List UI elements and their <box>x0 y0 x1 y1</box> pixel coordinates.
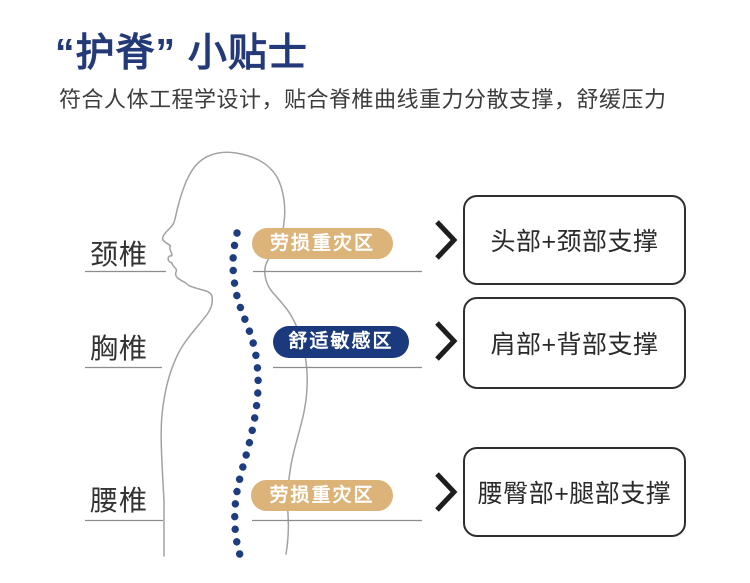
zone-tag-cervical: 劳损重灾区 <box>252 228 393 259</box>
support-box-shoulder-back: 肩部+背部支撑 <box>463 297 686 389</box>
support-box-waist-leg: 腰臀部+腿部支撑 <box>463 447 686 537</box>
chevron-right-icon <box>435 472 458 512</box>
spine-dot-curve <box>229 229 262 559</box>
region-label-cervical: 颈椎 <box>90 239 149 270</box>
region-divider-lines-right <box>252 270 422 522</box>
page-subtitle: 符合人体工程学设计，贴合脊椎曲线重力分散支撑，舒缓压力 <box>59 87 667 112</box>
region-divider-lines <box>85 270 166 522</box>
page-title: “护脊” 小贴士 <box>55 32 308 75</box>
chevron-right-icon <box>435 321 458 361</box>
support-box-head-neck: 头部+颈部支撑 <box>463 195 686 285</box>
region-label-lumbar: 腰椎 <box>90 485 149 516</box>
chevron-right-icon <box>435 220 458 260</box>
zone-tag-lumbar: 劳损重灾区 <box>251 480 393 511</box>
zone-tag-thoracic: 舒适敏感区 <box>273 326 409 358</box>
region-label-thoracic: 胸椎 <box>90 333 149 364</box>
